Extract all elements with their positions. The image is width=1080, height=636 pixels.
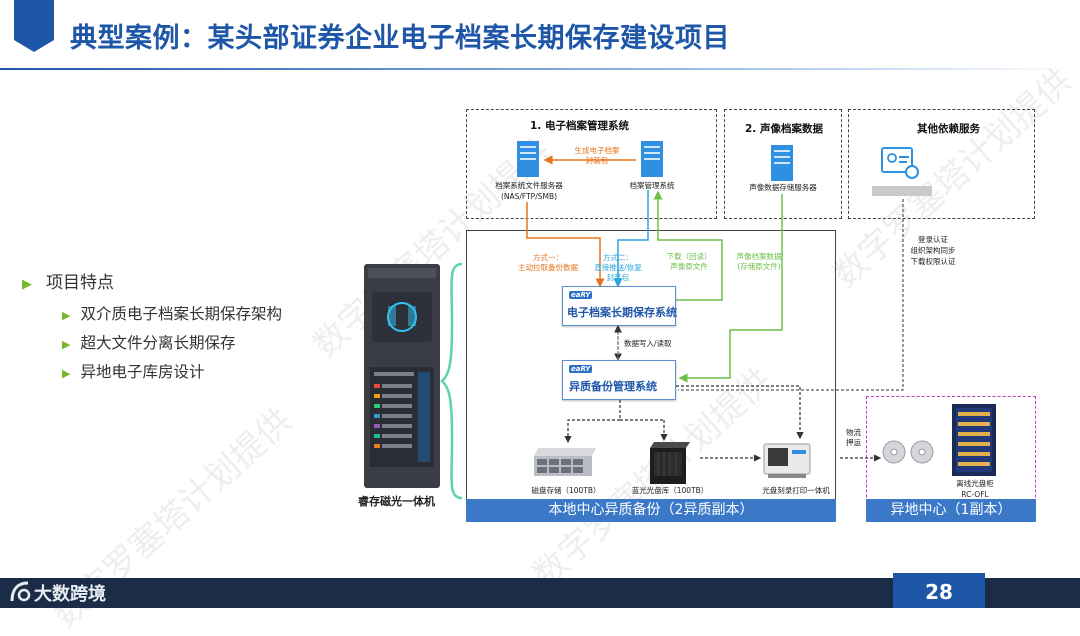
remote-center-band: 异地中心（1副本） — [866, 499, 1036, 522]
disk-storage-label: 磁盘存储（100TB） — [531, 486, 601, 495]
download-line: 声像原文件 — [670, 262, 708, 271]
page-title: 典型案例：某头部证券企业电子档案长期保存建设项目 — [70, 23, 730, 54]
deps-box-title: 其他依赖服务 — [917, 123, 980, 135]
brand-logo-icon — [10, 581, 31, 602]
appliance-cabinet-icon — [364, 264, 440, 488]
file-server-label: 档案系统文件服务器 (NAS/FTP/SMB) — [488, 180, 570, 202]
av-data-line: 声像档案数据 — [736, 252, 782, 261]
av-data-label: 声像档案数据 (存储原文件) — [728, 252, 790, 272]
mode2-line: 封装包 — [606, 273, 630, 282]
page-number: 28 — [893, 573, 985, 608]
file-server-protocols: (NAS/FTP/SMB) — [500, 192, 558, 201]
ems-box-title: 1. 电子档案管理系统 — [530, 120, 629, 132]
mode2-line: 直接推送/恢复 — [594, 263, 642, 272]
mode1-line: 方式一： — [533, 253, 563, 262]
feature-item-text: 异地电子库房设计 — [80, 363, 205, 381]
backup-logo: eaRY — [569, 365, 593, 373]
preservation-logo: eaRY — [569, 291, 593, 299]
offline-disc-cabinet-icon — [952, 404, 996, 476]
service-item: 组织架构同步 — [910, 246, 956, 255]
rw-label: 数据写入/读取 — [624, 339, 672, 348]
optical-library-icon — [650, 442, 690, 484]
package-label: 生成电子档案 封装包 — [564, 146, 630, 166]
appliance-caption: 睿存磁光一体机 — [358, 495, 435, 508]
footer-brand: 大数跨境 — [34, 584, 106, 605]
bullet-triangle-icon: ▶ — [62, 367, 71, 380]
deps-box — [848, 109, 1035, 219]
feature-heading: ▶ 项目特点 — [22, 268, 114, 293]
blurred-logo-icon — [872, 186, 932, 196]
disc-icon — [910, 440, 934, 464]
offline-cabinet-line: 离线光盘柜 — [956, 479, 994, 488]
offline-cabinet-line: RC-OFL — [961, 490, 989, 499]
service-item: 下载权限认证 — [910, 257, 956, 266]
mode2-label: 方式二： 直接推送/恢复 封装包 — [588, 253, 648, 283]
feature-heading-text: 项目特点 — [46, 273, 114, 293]
mode2-line: 方式二： — [603, 253, 633, 262]
disk-storage-icon — [534, 448, 596, 476]
download-label: 下载（回读） 声像原文件 — [662, 252, 716, 272]
logistics-label: 物流 押运 — [846, 428, 861, 448]
file-server-name: 档案系统文件服务器 — [495, 181, 563, 190]
bullet-triangle-icon: ▶ — [22, 277, 32, 292]
mode1-label: 方式一： 主动拉取备份数据 — [510, 253, 586, 273]
service-item: 登录认证 — [918, 235, 948, 244]
download-line: 下载（回读） — [666, 252, 712, 261]
bullet-triangle-icon: ▶ — [62, 338, 71, 351]
burner-printer-label: 光盘刻录打印一体机 — [762, 486, 830, 495]
offline-cabinet-label: 离线光盘柜 RC-OFL — [944, 478, 1006, 500]
av-server-label: 声像数据存储服务器 — [749, 183, 817, 192]
logistics-line: 物流 — [846, 428, 861, 437]
brace-icon — [440, 262, 463, 500]
av-data-line: (存储原文件) — [737, 262, 781, 271]
optical-library-label: 蓝光光盘库（100TB） — [631, 486, 709, 495]
file-server-icon — [517, 141, 539, 177]
local-center-band: 本地中心异质备份（2异质副本） — [466, 499, 836, 522]
package-label-line: 封装包 — [585, 156, 609, 165]
mode1-line: 主动拉取备份数据 — [518, 263, 578, 272]
disc-icon — [882, 440, 906, 464]
feature-item: ▶ 双介质电子档案长期保存架构 — [62, 302, 282, 324]
deps-services-list: 登录认证 组织架构同步 下载权限认证 — [893, 234, 973, 267]
feature-item: ▶ 异地电子库房设计 — [62, 360, 204, 382]
feature-item-text: 超大文件分离长期保存 — [80, 334, 236, 352]
preservation-system-box: eaRY 电子档案长期保存系统 — [562, 286, 677, 326]
av-server-icon — [771, 145, 793, 181]
bullet-triangle-icon: ▶ — [62, 309, 71, 322]
backup-system-label: 异质备份管理系统 — [569, 380, 657, 393]
header-bar — [0, 0, 1080, 70]
package-label-line: 生成电子档案 — [574, 146, 620, 155]
preservation-system-label: 电子档案长期保存系统 — [567, 306, 677, 319]
burner-printer-icon — [763, 443, 811, 478]
id-card-icon — [881, 147, 919, 179]
archive-server-icon — [641, 141, 663, 177]
header-flag-icon — [14, 0, 54, 52]
header-divider — [0, 68, 1080, 70]
backup-system-box: eaRY 异质备份管理系统 — [562, 360, 676, 400]
feature-item: ▶ 超大文件分离长期保存 — [62, 331, 235, 353]
feature-item-text: 双介质电子档案长期保存架构 — [80, 305, 282, 323]
logistics-line: 押运 — [846, 438, 861, 447]
archive-server-label: 档案管理系统 — [629, 181, 675, 190]
av-box-title: 2. 声像档案数据 — [745, 123, 823, 135]
